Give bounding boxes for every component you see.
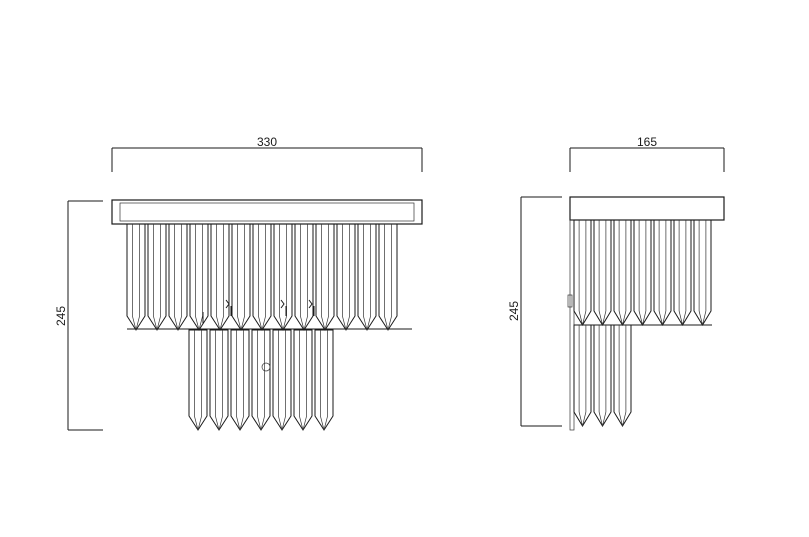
side-height-label: 245 — [507, 301, 521, 321]
crystal-prism — [693, 219, 712, 326]
crystal-prism — [210, 223, 230, 331]
crystal-prism — [188, 329, 208, 431]
crystal-prism — [315, 223, 335, 331]
crystal-prism — [294, 223, 314, 331]
side-height-dimension: 245 — [507, 196, 562, 427]
front-height-label: 245 — [54, 306, 68, 326]
front-mounting-plate — [111, 199, 423, 225]
crystal-prism — [273, 223, 293, 331]
crystal-prism — [231, 223, 251, 331]
crystal-prism — [252, 223, 272, 331]
crystal-prism — [357, 223, 377, 331]
crystal-prism — [230, 329, 250, 431]
crystal-prism — [147, 223, 167, 331]
crystal-prism — [189, 223, 209, 331]
front-width-label: 330 — [257, 135, 277, 149]
crystal-prism — [336, 223, 356, 331]
front-width-dimension: 330 — [111, 135, 423, 172]
crystal-prism — [251, 329, 271, 431]
crystal-prism — [633, 219, 652, 326]
crystal-prism — [573, 219, 592, 326]
side-upper-crystal-tier — [573, 219, 712, 326]
crystal-prism — [209, 329, 229, 431]
crystal-prism — [378, 223, 398, 331]
crystal-prism — [293, 329, 313, 431]
crystal-prism — [613, 324, 632, 427]
crystal-prism — [613, 219, 632, 326]
front-view: 330 245 — [54, 135, 423, 431]
front-height-dimension: 245 — [54, 200, 103, 431]
side-width-label: 165 — [637, 135, 657, 149]
crystal-prism — [593, 324, 612, 427]
crystal-prism — [272, 329, 292, 431]
crystal-prism — [593, 219, 612, 326]
front-lower-crystal-tier — [188, 329, 334, 431]
side-lower-crystal-tier — [573, 324, 632, 427]
crystal-prism — [126, 223, 146, 331]
crystal-prism — [168, 223, 188, 331]
side-view: 165 245 — [507, 135, 725, 431]
front-hooks — [202, 299, 315, 324]
crystal-prism — [573, 324, 592, 427]
side-width-dimension: 165 — [569, 135, 725, 172]
front-upper-crystal-tier — [126, 223, 398, 331]
crystal-prism — [673, 219, 692, 326]
crystal-prism — [653, 219, 672, 326]
crystal-prism — [314, 329, 334, 431]
